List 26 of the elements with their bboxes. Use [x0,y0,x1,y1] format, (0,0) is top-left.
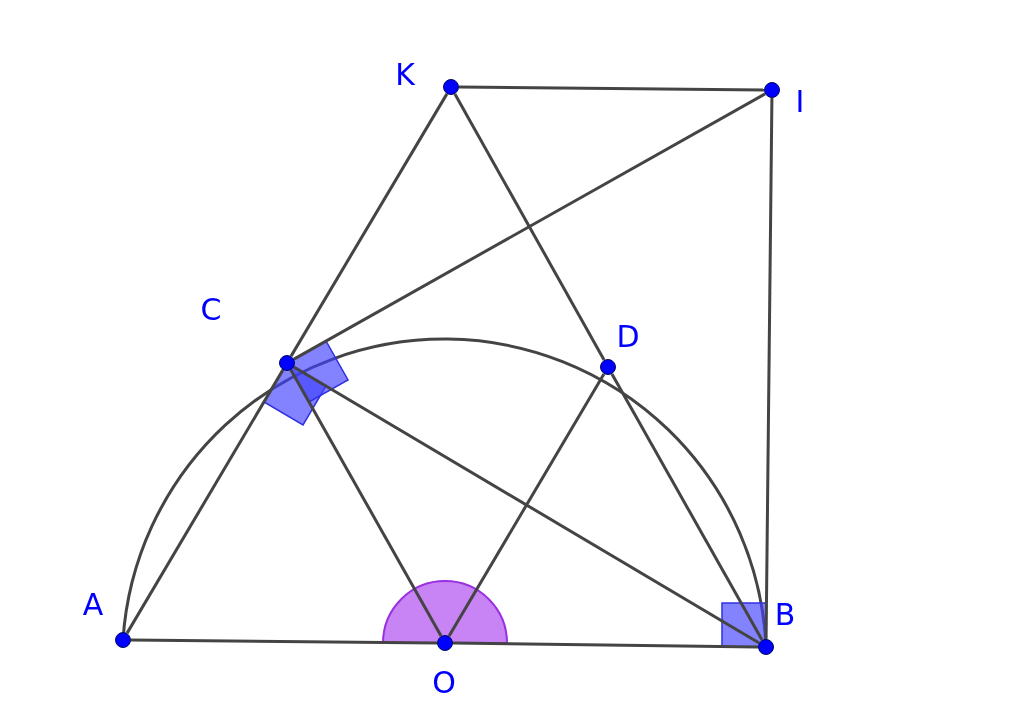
point-marker [600,359,616,375]
point-marker [764,82,780,98]
line-segment [764,98,774,639]
line-segment [289,369,443,637]
point-label: K [395,60,415,90]
point-marker [758,639,774,655]
line-segment [447,373,606,637]
point-label: I [795,87,805,117]
point-label: D [616,322,640,352]
point-marker [443,79,459,95]
point-label: O [432,668,456,698]
line-segment [293,92,766,361]
point-marker [279,355,295,371]
line-segment [125,369,285,634]
point-label: A [82,590,104,620]
point-label: B [774,600,796,630]
line-segment [293,365,760,645]
line-segment [131,638,437,645]
point-marker [115,632,131,648]
line-segment [453,93,606,361]
line-segment [459,85,764,92]
line-segment [289,93,449,357]
point-label: C [200,295,222,325]
line-segment [610,373,764,641]
point-marker [437,635,453,651]
line-segment [453,641,758,649]
